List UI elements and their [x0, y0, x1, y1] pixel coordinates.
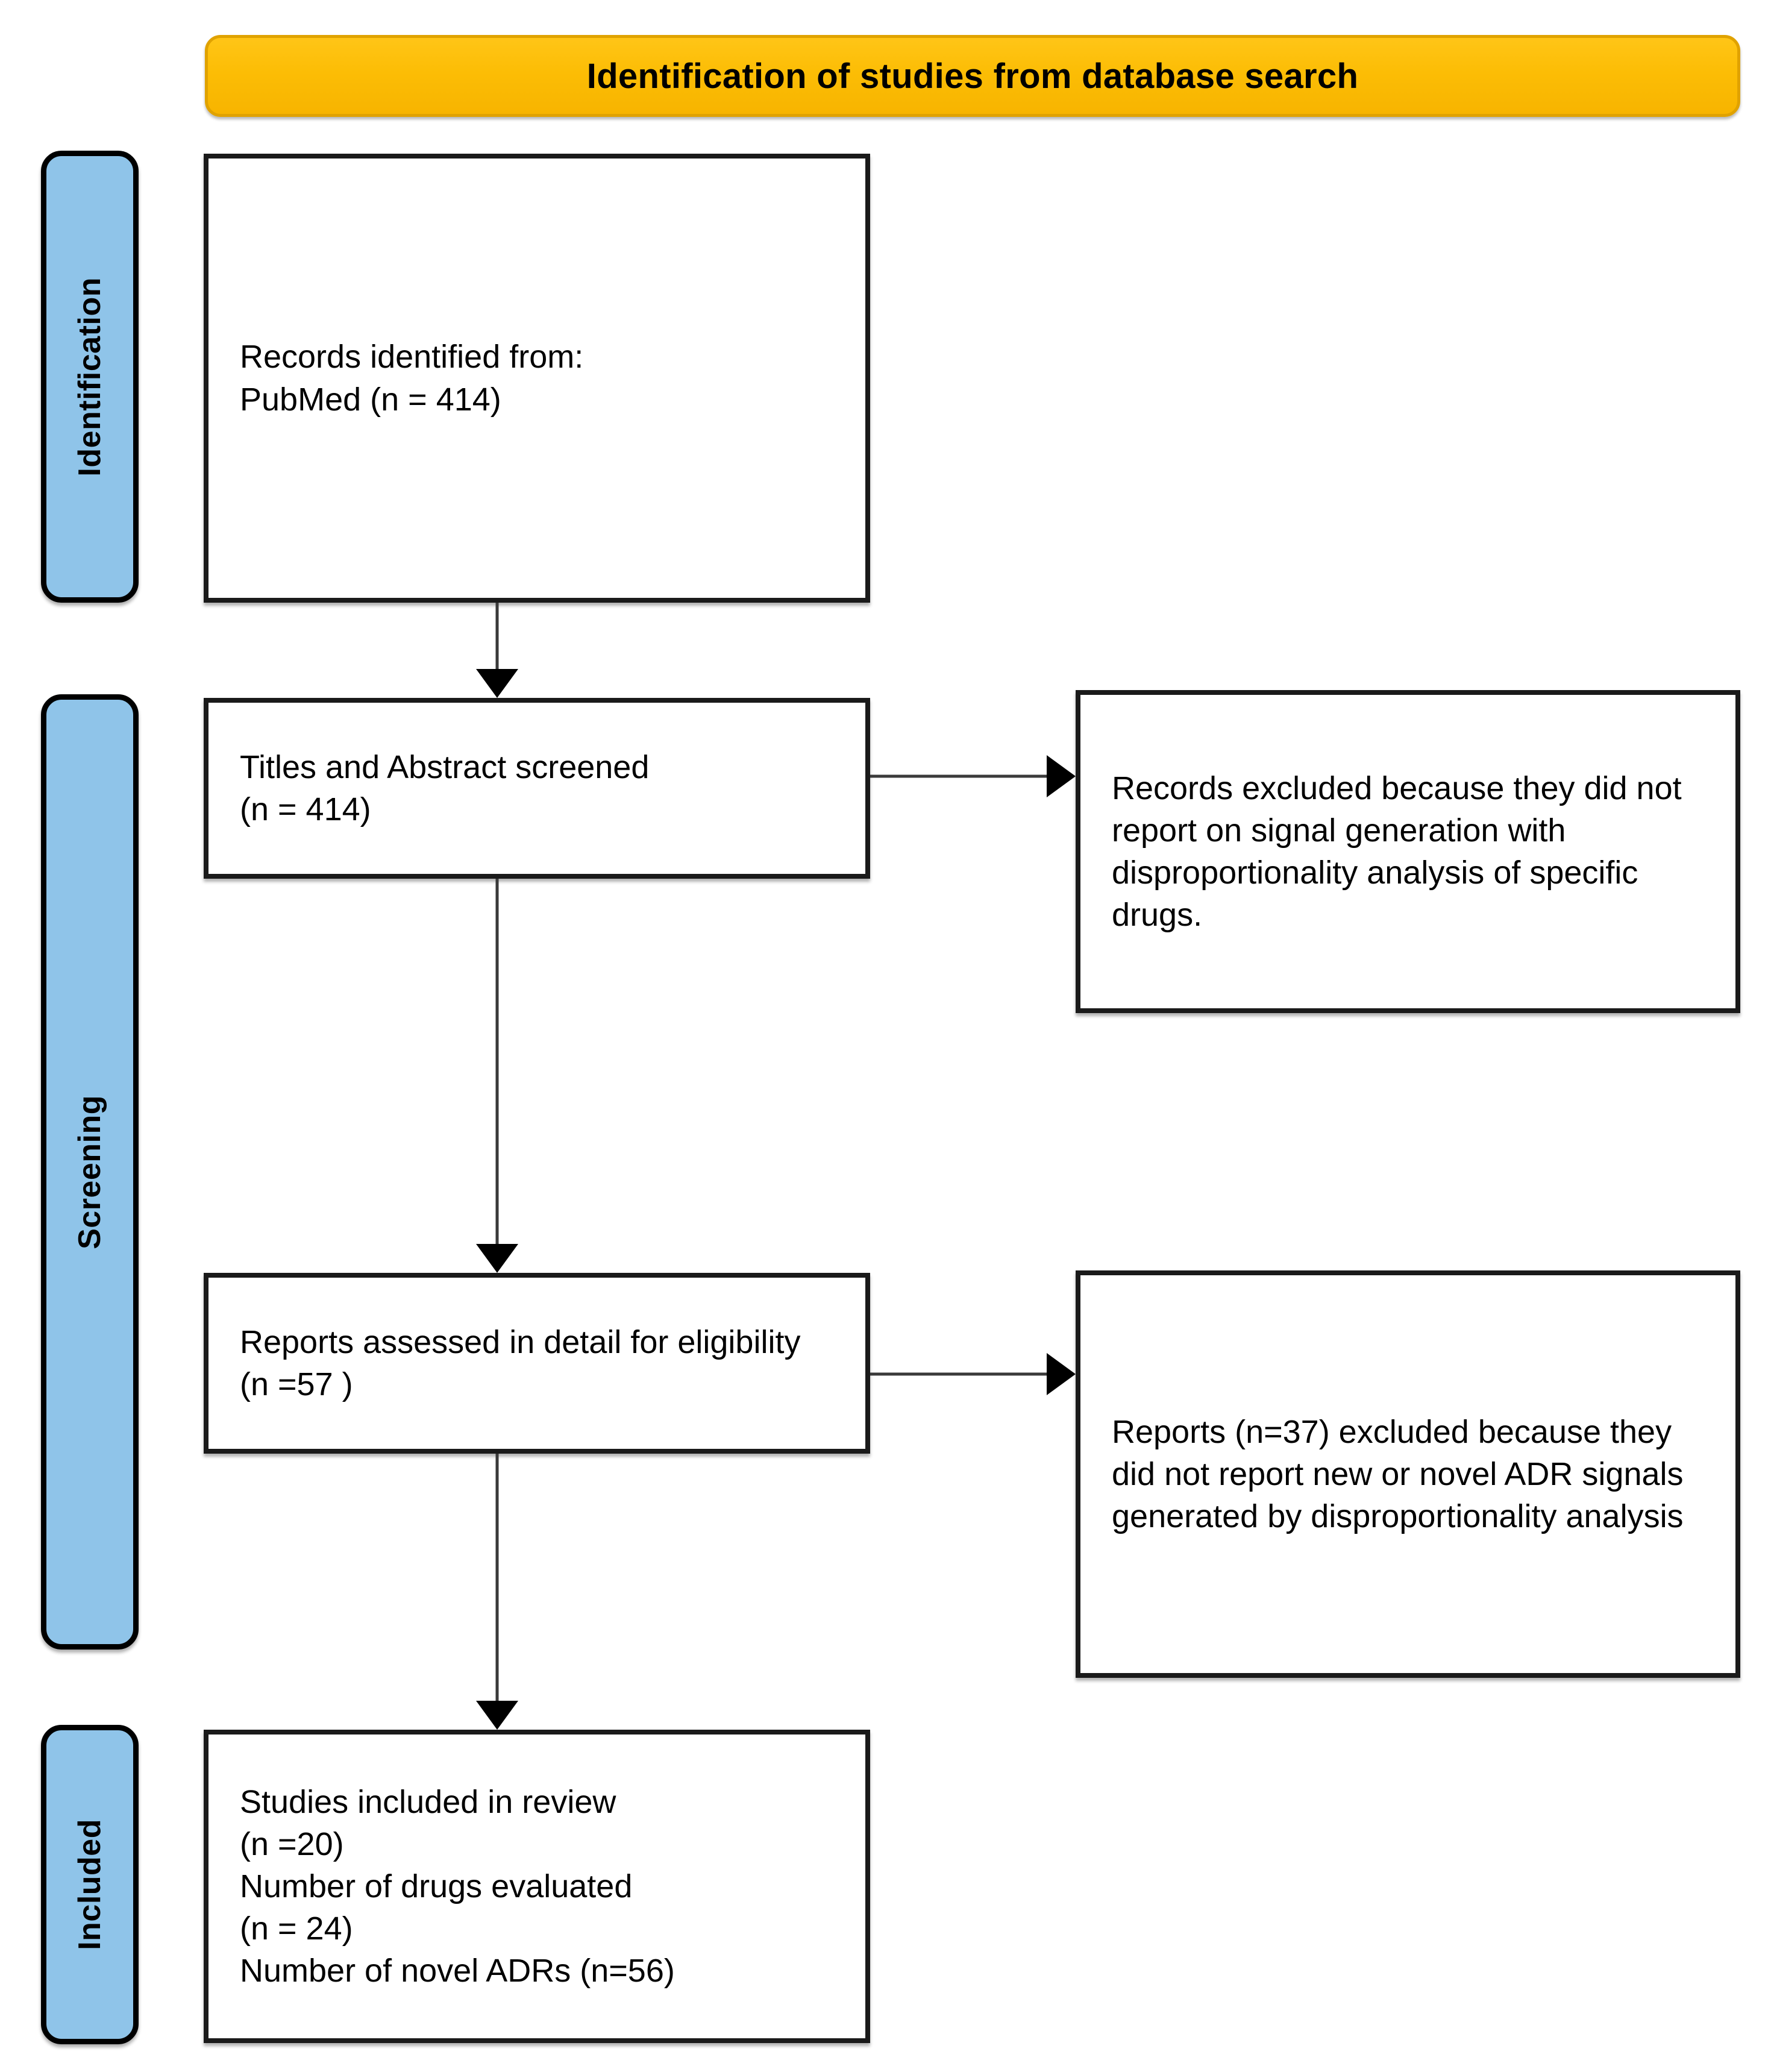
box-records-identified: Records identified from: PubMed (n = 414…: [204, 154, 870, 603]
arrow-line: [495, 603, 499, 669]
header-banner: Identification of studies from database …: [205, 35, 1740, 117]
arrow-identified-to-screened: [446, 603, 548, 698]
header-title: Identification of studies from database …: [586, 56, 1359, 96]
arrow-head-right-icon: [1047, 755, 1076, 797]
arrow-head-down-icon: [476, 1701, 518, 1730]
arrow-head-right-icon: [1047, 1353, 1076, 1395]
box-reports-excluded-text: Reports (n=37) excluded because they did…: [1112, 1413, 1684, 1535]
box-titles-screened-text: Titles and Abstract screened (n = 414): [240, 749, 650, 827]
box-titles-screened: Titles and Abstract screened (n = 414): [204, 698, 870, 879]
box-records-excluded-text: Records excluded because they did not re…: [1112, 770, 1682, 934]
arrow-screened-to-reports-assessed: [446, 879, 548, 1273]
box-records-identified-text: Records identified from: PubMed (n = 414…: [240, 339, 584, 418]
arrow-line: [495, 879, 499, 1244]
arrow-line: [495, 1454, 499, 1701]
box-studies-included: Studies included in review (n =20) Numbe…: [204, 1730, 870, 2043]
phase-label-included: Included: [41, 1725, 139, 2044]
box-reports-excluded: Reports (n=37) excluded because they did…: [1076, 1270, 1740, 1678]
phase-label-identification: Identification: [41, 151, 139, 603]
box-records-excluded: Records excluded because they did not re…: [1076, 690, 1740, 1013]
arrow-assessed-to-studies-included: [446, 1454, 548, 1730]
phase-label-included-text: Included: [72, 1819, 107, 1950]
arrow-line: [870, 774, 1047, 778]
arrow-head-down-icon: [476, 669, 518, 698]
box-reports-assessed: Reports assessed in detail for eligibili…: [204, 1273, 870, 1454]
box-studies-included-text: Studies included in review (n =20) Numbe…: [240, 1783, 675, 1989]
arrow-screened-to-records-excluded: [870, 752, 1076, 800]
arrow-head-down-icon: [476, 1244, 518, 1273]
arrow-line: [870, 1372, 1047, 1376]
phase-label-identification-text: Identification: [72, 277, 107, 477]
phase-label-screening-text: Screening: [72, 1094, 107, 1249]
arrow-assessed-to-reports-excluded: [870, 1350, 1076, 1398]
phase-label-screening: Screening: [41, 694, 139, 1650]
box-reports-assessed-text: Reports assessed in detail for eligibili…: [240, 1323, 801, 1402]
